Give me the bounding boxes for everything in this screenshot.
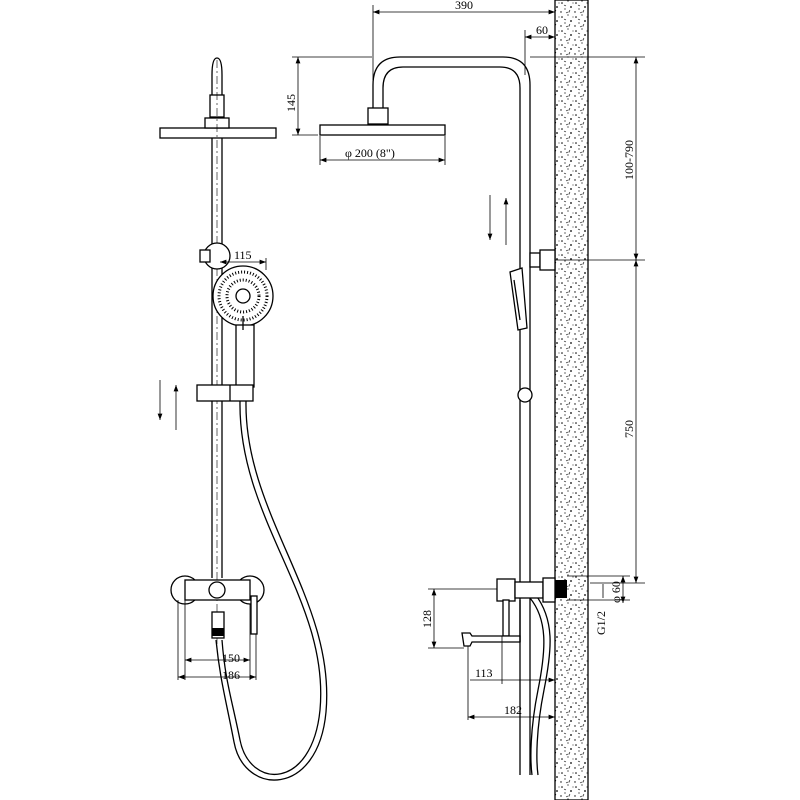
front-slider (196, 384, 254, 402)
side-view: 390 60 145 φ 200 (8") 100-790 750 φ 60 G… (284, 0, 645, 800)
front-mixer-lever (250, 595, 258, 635)
side-mixer-handle-cap (496, 578, 516, 602)
hand-shower-nozzles-inner (225, 278, 261, 314)
dim-390-label: 390 (455, 0, 473, 12)
dim-145-label: 145 (284, 94, 298, 112)
front-riser-pipe (211, 57, 223, 120)
dim-150-label: 150 (222, 651, 240, 665)
side-hand-shower (509, 267, 528, 331)
front-overhead-shower-head (159, 127, 277, 139)
side-wall-bracket (529, 252, 541, 268)
dim-phi60-label: φ 60 (609, 581, 623, 603)
side-wall-connection (555, 580, 567, 598)
side-shower-hose-outer (534, 593, 551, 776)
dim-115-label: 115 (234, 248, 252, 262)
dim-100-790-label: 100-790 (622, 140, 636, 180)
dim-60-label: 60 (536, 23, 548, 37)
front-shower-hose-inner (215, 400, 328, 781)
side-head-connector (367, 107, 389, 125)
hand-shower-center (235, 288, 251, 304)
side-mixer-body (514, 581, 544, 599)
front-bracket-screw (199, 249, 211, 263)
dim-186-label: 186 (222, 668, 240, 682)
dim-200-label: φ 200 (8") (345, 146, 395, 160)
front-hose-nut (212, 628, 224, 636)
dim-750-label: 750 (622, 420, 636, 438)
front-shower-hose (221, 400, 322, 776)
side-shower-arm-inner (382, 66, 521, 775)
hand-shower-nozzles (217, 270, 269, 322)
dim-113-label: 113 (475, 666, 493, 680)
side-overhead-shower-head (319, 124, 446, 136)
dim-128-label: 128 (420, 610, 434, 628)
front-view: 115 150 186 (157, 57, 328, 781)
dim-g12-label: G1/2 (594, 611, 608, 635)
side-bath-spout (461, 632, 521, 647)
side-slider (517, 387, 533, 403)
hand-shower-handle (235, 324, 255, 388)
side-mixer-lever (502, 599, 510, 637)
side-mixer-nut (542, 577, 556, 603)
side-bracket-plate (539, 249, 556, 271)
front-diverter (208, 581, 226, 599)
side-shower-hose (529, 597, 545, 776)
dim-182-label: 182 (504, 703, 522, 717)
wall-section (554, 0, 589, 800)
side-hand-shower-face (513, 279, 521, 321)
side-shower-arm (372, 56, 531, 775)
